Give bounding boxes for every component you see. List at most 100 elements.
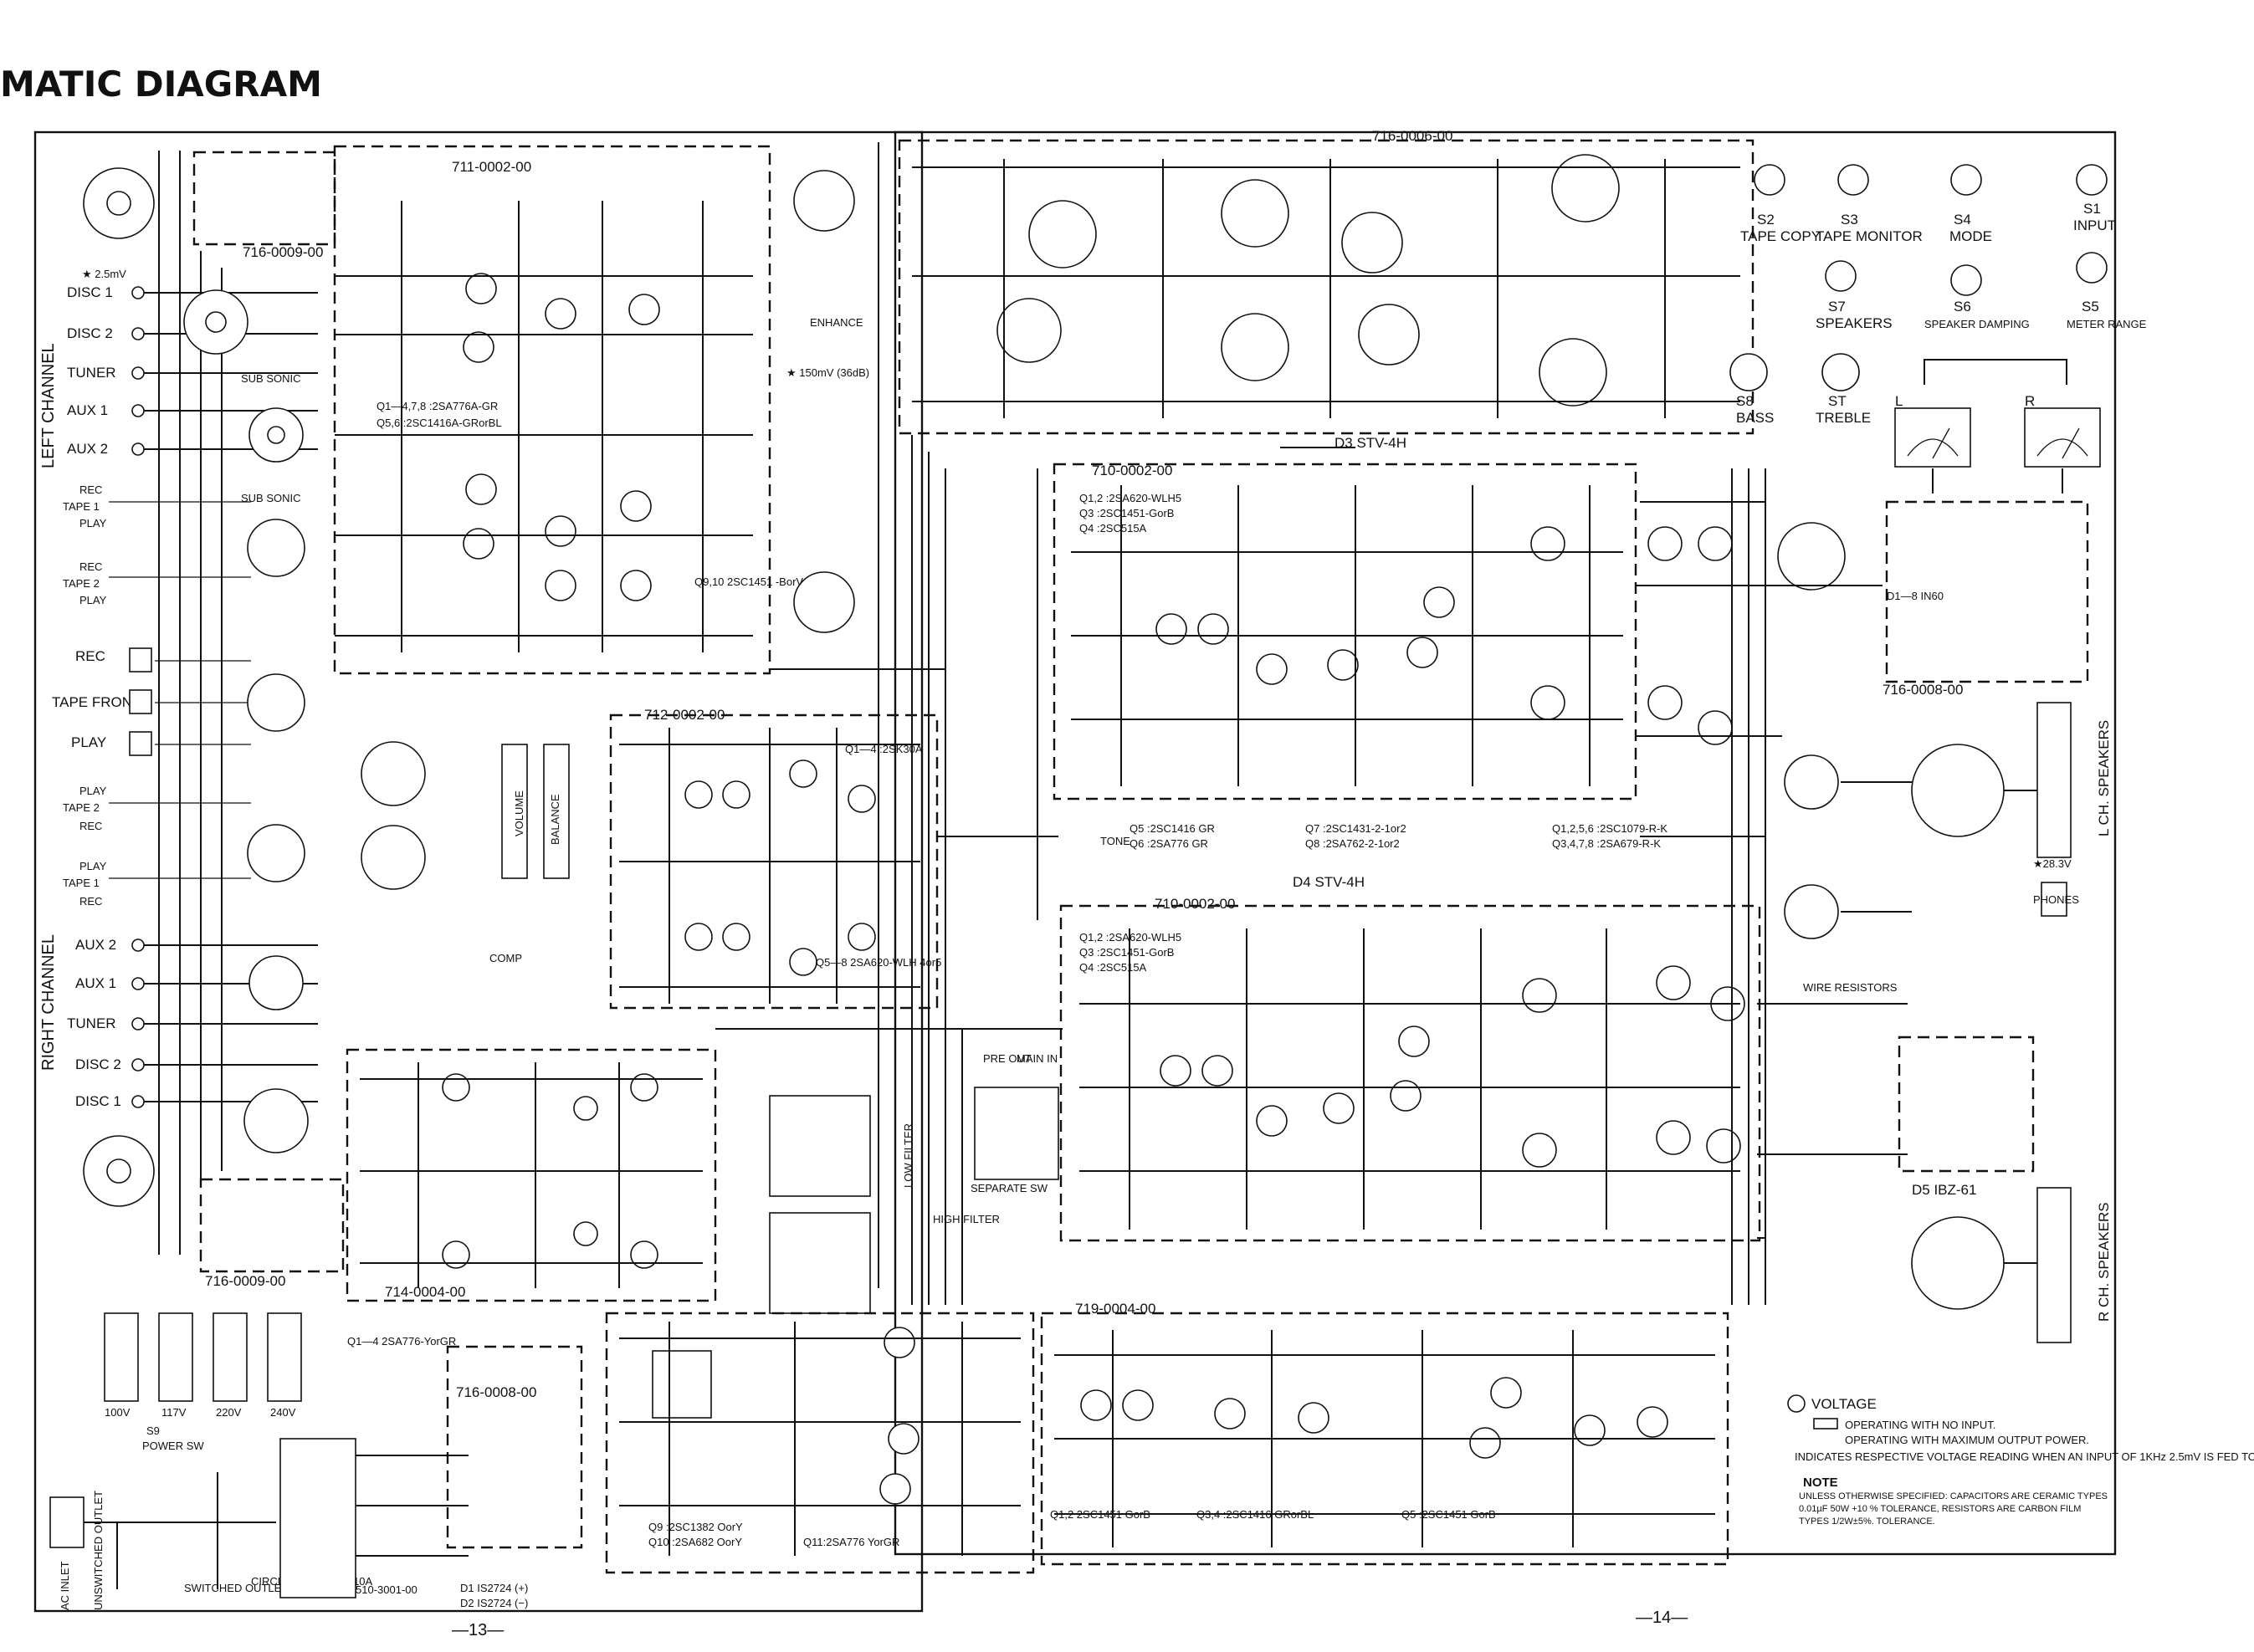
switch-label: INPUT bbox=[2073, 217, 2116, 233]
eq-transistors bbox=[463, 273, 660, 601]
jack-icon bbox=[131, 327, 145, 340]
power-note: Q4 :2SC515A bbox=[1079, 522, 1147, 534]
tape-label: TAPE 2 bbox=[63, 801, 100, 814]
enhance-label: ENHANCE bbox=[810, 316, 863, 329]
switch-s7-icon bbox=[1825, 260, 1857, 292]
note-body-wrap: UNLESS OTHERWISE SPECIFIED: CAPACITORS A… bbox=[1799, 1491, 2108, 1527]
voltage-title: VOLTAGE bbox=[1811, 1396, 1877, 1412]
switch-name: S3 bbox=[1841, 212, 1858, 228]
board-label: 716-0008-00 bbox=[456, 1384, 536, 1400]
balance-label: BALANCE bbox=[549, 794, 561, 845]
tone-amp-wires bbox=[619, 728, 920, 1004]
switch-s5-icon bbox=[2076, 252, 2108, 284]
rotary-switch-s7-1 bbox=[1911, 744, 2005, 837]
tone-rotary-switches bbox=[996, 154, 1620, 407]
right-tape-jacks: PLAY TAPE 2 REC PLAY TAPE 1 REC bbox=[63, 785, 107, 908]
reg-note: Q1,2 2SC1451 GorB bbox=[1050, 1508, 1150, 1521]
box-symbol-icon bbox=[1813, 1418, 1838, 1430]
unswitched-label: UNSWITCHED OUTLET bbox=[92, 1491, 105, 1610]
high-filter-label: HIGH FILTER bbox=[933, 1213, 1000, 1225]
separate-sw-label: SEPARATE SW bbox=[971, 1182, 1048, 1194]
voltage-plug-icon bbox=[213, 1312, 248, 1402]
switch-name: S6 bbox=[1954, 299, 1971, 315]
board-716-0009-bottom bbox=[199, 1178, 345, 1273]
right-sheet-border bbox=[894, 130, 2117, 1556]
sub-sonic-label-lower: SUB SONIC bbox=[241, 492, 301, 504]
filter-transistors bbox=[442, 1073, 658, 1269]
page-title: MATIC DIAGRAM bbox=[0, 64, 322, 105]
power-switch-label: POWER SW bbox=[142, 1440, 204, 1452]
rotary-switch-s6-2 bbox=[1784, 884, 1839, 939]
ps-note: Q10 :2SA682 OorY bbox=[648, 1536, 742, 1548]
jack-icon bbox=[129, 689, 152, 714]
board-label: 712-0002-00 bbox=[644, 707, 725, 723]
input-label-disc2-right: DISC 2 bbox=[75, 1056, 121, 1072]
jack-label-rec: REC bbox=[75, 648, 105, 664]
switched-label: SWITCHED OUTLET bbox=[184, 1582, 288, 1594]
switch-name: ST bbox=[1828, 393, 1847, 409]
input-label-disc1-right: DISC 1 bbox=[75, 1093, 121, 1109]
power-note: Q6 :2SA776 GR bbox=[1130, 837, 1208, 850]
rotary-switch-s7-2 bbox=[1911, 1216, 2005, 1310]
switch-label: TREBLE bbox=[1816, 410, 1871, 426]
phones-jack-icon bbox=[2041, 882, 2067, 917]
power-input: S9 POWER SW AC INLET UNSWITCHED OUTLET S… bbox=[49, 1335, 528, 1610]
rotary-switch-s2-1r bbox=[247, 824, 305, 882]
voltage-label: 117V bbox=[161, 1406, 187, 1419]
note-title: NOTE bbox=[1803, 1476, 1838, 1490]
board-716-0009-top bbox=[192, 151, 336, 246]
sub-sonic-label-upper: SUB SONIC bbox=[241, 372, 301, 385]
tape-label: TAPE 1 bbox=[63, 500, 100, 513]
switch-s2-icon bbox=[1754, 164, 1785, 196]
jack-icon bbox=[131, 442, 145, 456]
board-712-0002-tone-amp bbox=[609, 713, 939, 1010]
voltage-label: 100V bbox=[105, 1406, 131, 1419]
jack-icon bbox=[131, 286, 145, 299]
tape-label: REC bbox=[79, 560, 102, 573]
voltage-label: 220V bbox=[216, 1406, 242, 1419]
switch-st-icon bbox=[1821, 353, 1860, 391]
rotary-switch-s4-1r bbox=[361, 825, 426, 890]
board-716-0006-tone bbox=[898, 139, 1755, 435]
ps-note: Q11:2SA776 YorGR bbox=[803, 1536, 899, 1548]
protection-relay-box bbox=[1898, 1036, 2035, 1173]
rotary-switch-s1-3r bbox=[793, 571, 855, 633]
power-diode-note: D1 IS2724 (+) bbox=[460, 1582, 528, 1594]
filter-wires bbox=[360, 1062, 703, 1288]
board-716-0008-meter bbox=[1885, 500, 2089, 683]
jack-icon bbox=[129, 647, 152, 673]
tape-level-note: ★ 150mV (36dB) bbox=[786, 366, 869, 379]
power-supply-board bbox=[605, 1312, 1035, 1574]
d3-label: D3 STV-4H bbox=[1334, 435, 1406, 451]
note-line: OPERATING WITH MAXIMUM OUTPUT POWER. bbox=[1845, 1434, 2089, 1446]
switch-s4-icon bbox=[1950, 164, 1982, 196]
power-note: Q1,2 :2SA620-WLH5 bbox=[1079, 492, 1181, 504]
transformer-label: 510-3001-00 bbox=[356, 1583, 418, 1596]
rotary-switch-s1-1f bbox=[83, 167, 155, 239]
board-label: 716-0009-00 bbox=[243, 244, 323, 260]
sb-transistor-note: Q1—4 2SA776-YorGR bbox=[347, 1335, 456, 1348]
separate-switch-icon bbox=[974, 1087, 1059, 1180]
rotary-switch-s1-2r bbox=[243, 1088, 309, 1153]
switch-name: S8 bbox=[1736, 393, 1754, 409]
d4-label: D4 STV-4H bbox=[1293, 874, 1365, 890]
power-note: Q1,2 :2SA620-WLH5 bbox=[1079, 931, 1181, 944]
jack-icon bbox=[131, 404, 145, 417]
board-711-0002-eq bbox=[333, 145, 771, 675]
input-label-aux2-left: AUX 2 bbox=[67, 441, 108, 457]
volume-label: VOLUME bbox=[513, 790, 525, 836]
jack-label-play: PLAY bbox=[71, 734, 106, 750]
input-label-disc1-left: DISC 1 bbox=[67, 284, 113, 300]
tone-wires bbox=[912, 159, 1740, 418]
rotary-switch-s6-1 bbox=[1784, 754, 1839, 810]
tape-label: REC bbox=[79, 820, 102, 832]
rotary-switch-s5-1r bbox=[1777, 522, 1846, 591]
power-supply-transistors bbox=[652, 1327, 920, 1505]
r-speaker-terminals bbox=[2036, 1187, 2072, 1343]
tape-label: TAPE 1 bbox=[63, 877, 100, 889]
jack-icon bbox=[131, 1058, 145, 1071]
voltage-plug-icon bbox=[158, 1312, 193, 1402]
switch-label: METER RANGE bbox=[2067, 318, 2147, 330]
switch-s3-icon bbox=[1837, 164, 1869, 196]
jack-icon bbox=[131, 977, 145, 990]
